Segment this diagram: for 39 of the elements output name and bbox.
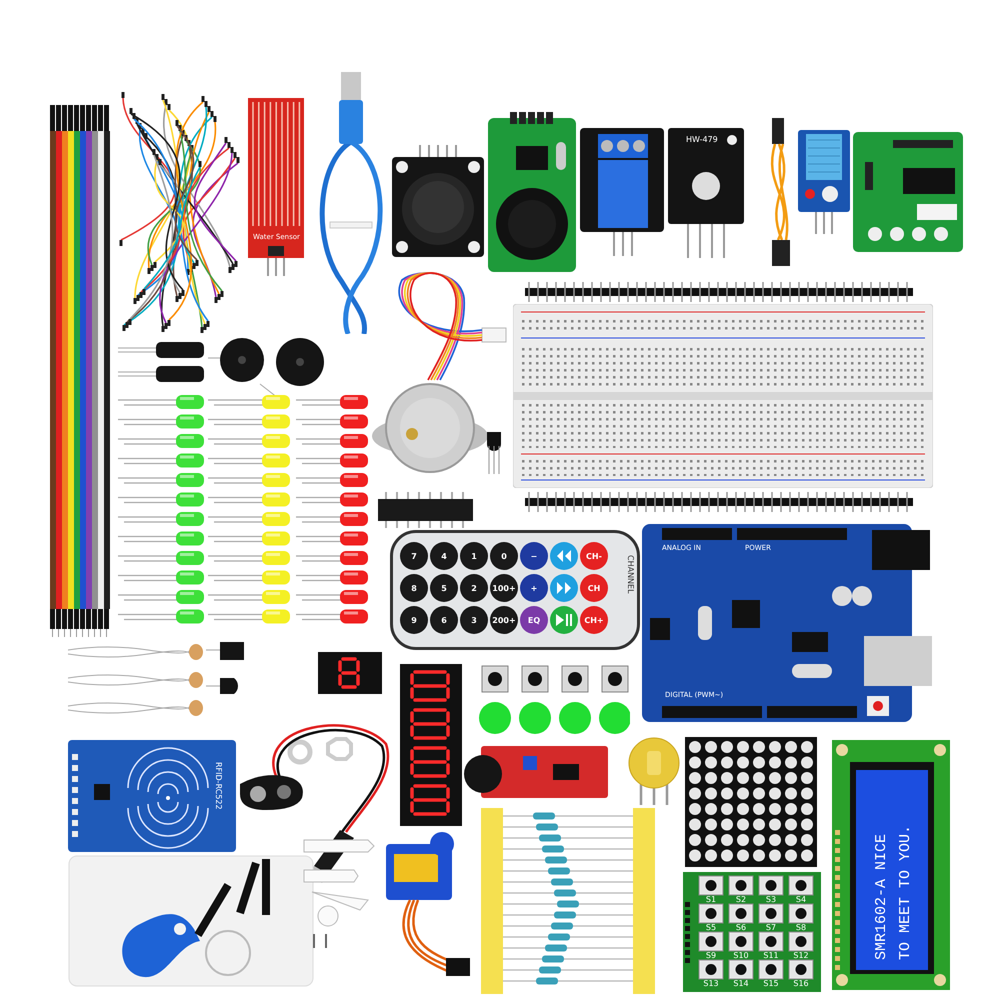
remote-key: 1 — [460, 542, 488, 570]
key-label: S6 — [734, 924, 748, 932]
remote-key: CH- — [580, 542, 608, 570]
key-label: S4 — [794, 896, 808, 904]
key-label: S2 — [734, 896, 748, 904]
remote-key: 200+ — [490, 606, 518, 634]
channel-text: CHANNEL — [626, 555, 634, 594]
key-label: S11 — [762, 952, 780, 960]
key-label: S5 — [704, 924, 718, 932]
key-label: S8 — [794, 924, 808, 932]
remote-key: 5 — [430, 574, 458, 602]
key-label: S7 — [764, 924, 778, 932]
key-label: S9 — [704, 952, 718, 960]
remote-key: 7 — [400, 542, 428, 570]
remote-key: 4 — [430, 542, 458, 570]
board-text: RFID-RC522 — [214, 762, 222, 810]
remote-key: 6 — [430, 606, 458, 634]
remote-key: CH — [580, 574, 608, 602]
key-label: S3 — [764, 896, 778, 904]
remote-key: 9 — [400, 606, 428, 634]
key-label: S10 — [732, 952, 750, 960]
key-label: S1 — [704, 896, 718, 904]
lcd-text: TO MEET TO YOU. — [898, 824, 913, 960]
remote-key: 8 — [400, 574, 428, 602]
key-label: S15 — [762, 980, 780, 988]
key-label: S14 — [732, 980, 750, 988]
remote-key: EQ — [520, 606, 548, 634]
remote-key: − — [520, 542, 548, 570]
key-label: S16 — [792, 980, 810, 988]
board-text: HW-479 — [686, 136, 718, 144]
key-label: S13 — [702, 980, 720, 988]
remote-key: 0 — [490, 542, 518, 570]
remote-key: CH+ — [580, 606, 608, 634]
remote-key: + — [520, 574, 548, 602]
remote-key: 3 — [460, 606, 488, 634]
lcd-text: SMR1602-A NICE — [874, 834, 889, 960]
remote-key: 2 — [460, 574, 488, 602]
remote-key: 100+ — [490, 574, 518, 602]
key-label: S12 — [792, 952, 810, 960]
